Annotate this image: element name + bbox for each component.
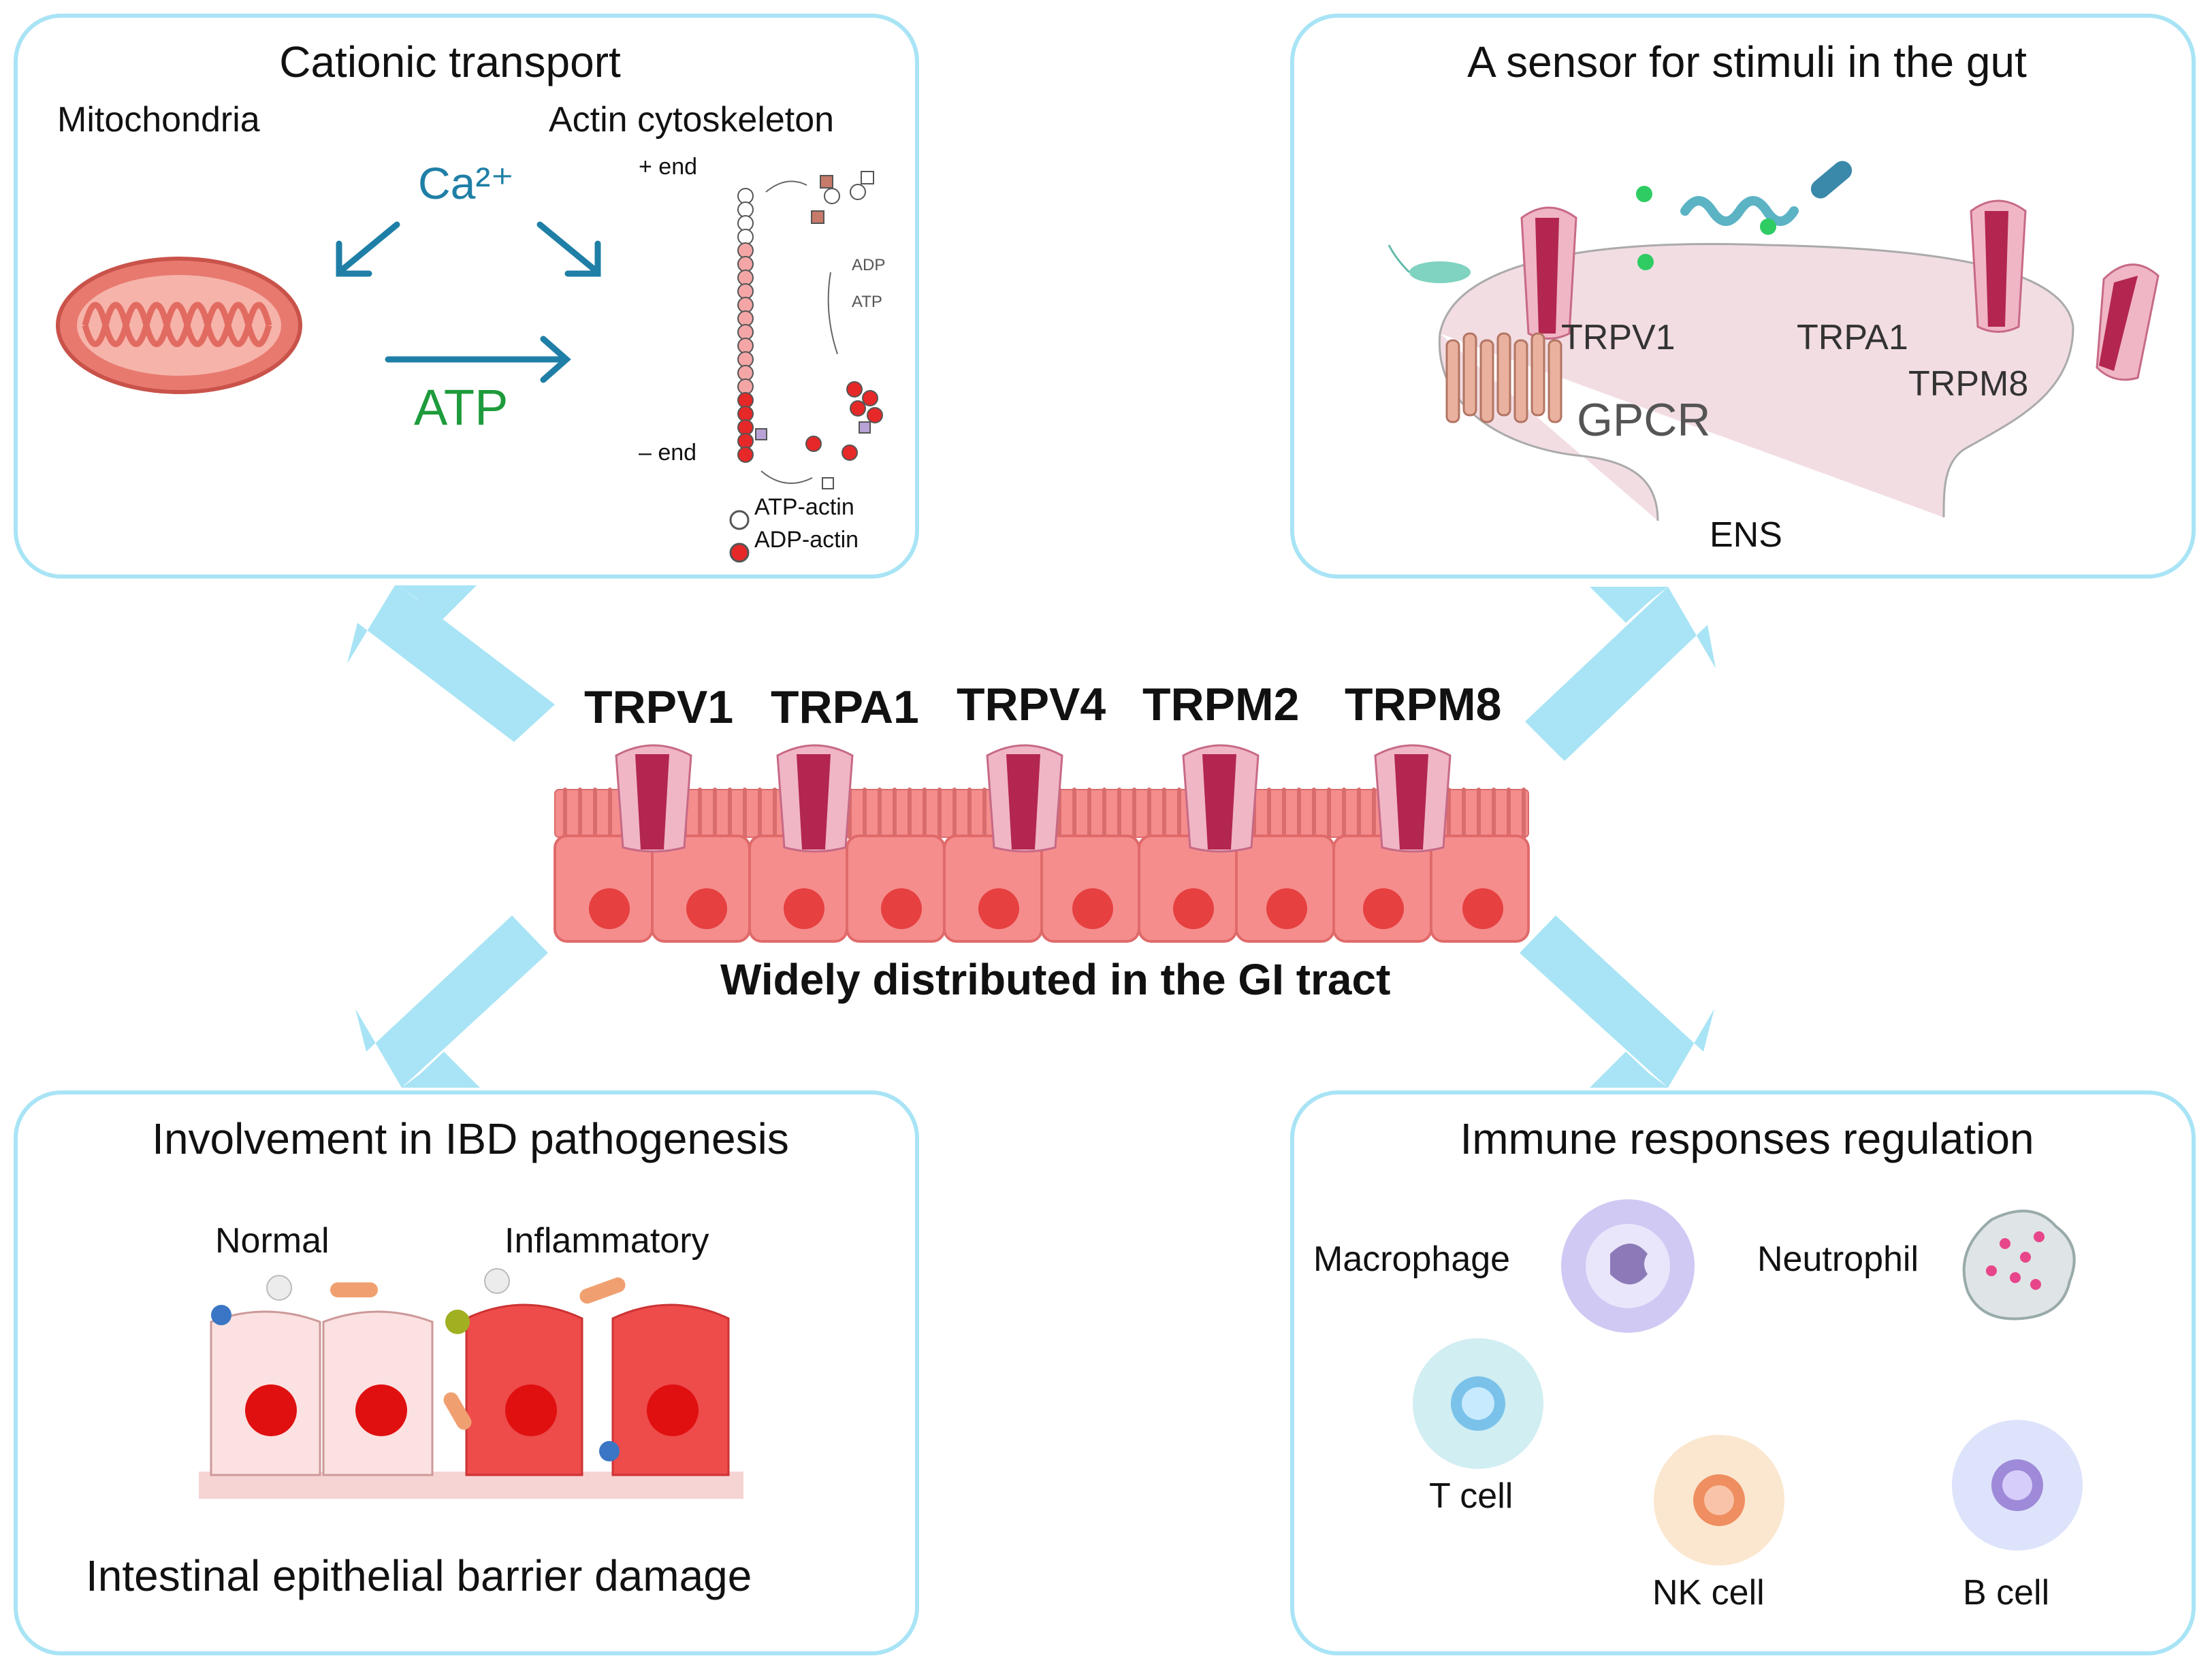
t-cell-label: T cell [1429, 1476, 1513, 1516]
sensor-graphics [1388, 161, 2160, 521]
trpa1-label: TRPA1 [1797, 318, 1908, 357]
trpv1-channel-icon [1520, 206, 1577, 340]
mitochondria-label: Mitochondria [57, 100, 260, 140]
ca-arrow-right [536, 221, 601, 276]
panel-ibd: Involvement in IBD pathogenesis Normal I… [14, 1090, 919, 1655]
panel-title: Immune responses regulation [1460, 1114, 2034, 1163]
trpm8-label: TRPM8 [1908, 364, 2029, 404]
atp-small-label: ATP [852, 293, 882, 311]
channel-label-trpa1: TRPA1 [771, 681, 919, 733]
ca-arrow-left [336, 221, 400, 276]
normal-label: Normal [215, 1221, 330, 1261]
macrophage-label: Macrophage [1313, 1239, 1511, 1279]
rod-bacterium-icon [1810, 161, 1853, 199]
gpcr-label: GPCR [1577, 394, 1711, 446]
panel-cationic-transport: Cationic transport Mitochondria Actin cy… [14, 14, 919, 579]
arrow-to-ibd [355, 915, 548, 1088]
plus-end-label: + end [639, 154, 698, 180]
neutrophil-icon [1962, 1210, 2076, 1320]
bacterium-icon [330, 1282, 378, 1297]
channel-label-trpv1: TRPV1 [584, 681, 734, 733]
atp-label: ATP [414, 379, 509, 436]
ibd-caption: Intestinal epithelial barrier damage [86, 1551, 752, 1600]
t-cell-icon [1413, 1338, 1543, 1469]
neutrophil-label: Neutrophil [1757, 1239, 1919, 1279]
panel-title: Cationic transport [279, 37, 621, 86]
ca-label: Ca²⁺ [418, 158, 515, 208]
channel-label-trpm2: TRPM2 [1142, 679, 1300, 730]
trpv1-label: TRPV1 [1561, 318, 1676, 357]
macrophage-icon [1561, 1199, 1695, 1333]
virus-icon [211, 1305, 231, 1325]
trpm8-channel-icon [2096, 263, 2160, 381]
legend-adp-actin: ADP-actin [754, 527, 859, 553]
arrow-to-immune [1520, 915, 1714, 1088]
legend-atp-actin: ATP-actin [754, 494, 854, 520]
panel-sensor: A sensor for stimuli in the gut TRPV1 TR… [1290, 14, 2196, 579]
cationic-graphics [56, 171, 883, 563]
immune-graphics [1413, 1199, 2083, 1566]
panel-title: A sensor for stimuli in the gut [1467, 37, 2027, 86]
membrane-channels [615, 744, 1452, 853]
inflamed-cells [465, 1303, 730, 1476]
legend-adp-actin-marker [729, 542, 750, 563]
panel-immune: Immune responses regulation Macrophage N… [1290, 1090, 2196, 1655]
gpcr-icon [1445, 332, 1562, 423]
actin-filament [737, 188, 754, 463]
channel-label-trpv4: TRPV4 [957, 679, 1106, 730]
bead-icon [266, 1275, 292, 1301]
inflammatory-label: Inflammatory [504, 1221, 709, 1261]
trpa1-channel-icon [1970, 199, 2027, 333]
adp-small-label: ADP [852, 256, 886, 274]
arrow-to-cationic-transport [347, 585, 555, 742]
minus-end-label: – end [639, 440, 697, 466]
b-cell-label: B cell [1963, 1573, 2050, 1613]
actin-label: Actin cytoskeleton [549, 100, 835, 140]
spiral-bacterium-icon [1680, 196, 1799, 226]
mitochondrion-icon [56, 257, 302, 394]
ens-label: ENS [1710, 515, 1782, 555]
ibd-graphics [199, 1268, 743, 1499]
b-cell-icon [1952, 1420, 2083, 1551]
panel-title: Involvement in IBD pathogenesis [152, 1114, 789, 1163]
nk-cell-icon [1654, 1435, 1784, 1566]
center-caption: Widely distributed in the GI tract [720, 955, 1391, 1004]
channel-label-trpm8: TRPM8 [1345, 679, 1502, 730]
bacterium-icon [1409, 261, 1471, 283]
nk-cell-label: NK cell [1652, 1573, 1765, 1613]
legend-atp-actin-marker [729, 510, 750, 530]
arrow-to-sensor [1525, 587, 1716, 761]
